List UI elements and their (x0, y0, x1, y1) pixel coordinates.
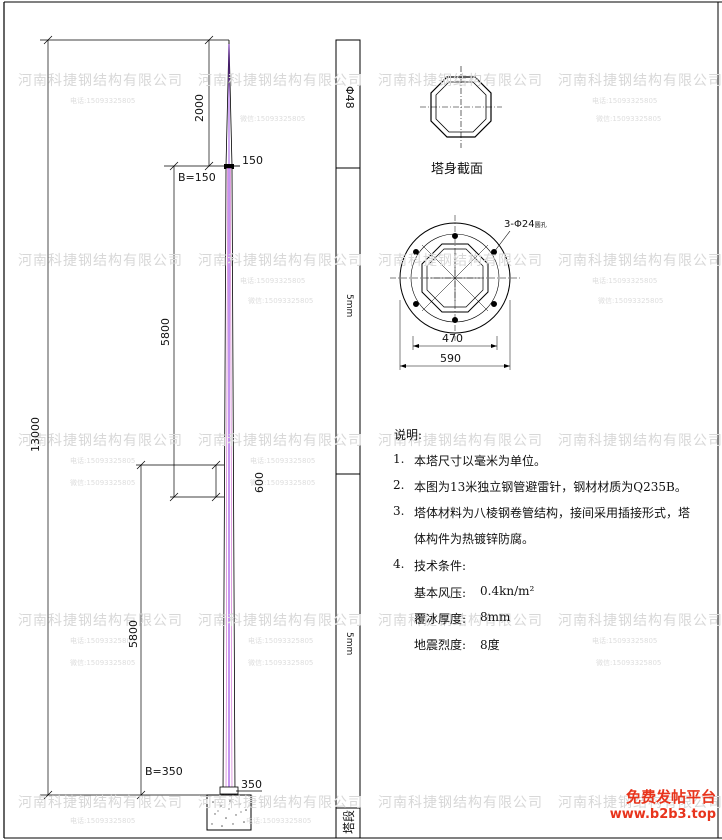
watermark-phone: 电话:15093325805 (250, 457, 316, 465)
watermark-wechat: 微信:15093325805 (70, 479, 136, 487)
octagon-cross-section (420, 66, 502, 148)
column-middle-label: 5mm (344, 294, 354, 318)
note-text: 本塔尺寸以毫米为单位。 (414, 454, 547, 468)
dimension-lines (40, 35, 262, 800)
condition-value: 0.4kn/m² (480, 584, 535, 598)
watermark-text: 河南科捷钢结构有限公司 (378, 73, 543, 89)
watermark-phone: 电话:15093325805 (246, 817, 312, 825)
watermark-text: 河南科捷钢结构有限公司 (558, 433, 722, 449)
dim-section-lower: 5800 (127, 620, 140, 648)
watermark-text: 河南科捷钢结构有限公司 (378, 253, 543, 269)
note-text: 技术条件: (414, 559, 467, 573)
watermark-phone: 电话:15093325805 (70, 817, 136, 825)
watermark-text: 河南科捷钢结构有限公司 (558, 73, 722, 89)
watermark-text: 河南科捷钢结构有限公司 (18, 433, 183, 449)
watermark-text: 河南科捷钢结构有限公司 (558, 613, 722, 629)
watermark-wechat: 微信:15093325805 (250, 479, 316, 487)
notes-heading: 说明: (394, 428, 423, 442)
watermark-wechat: 微信:15093325805 (248, 297, 314, 305)
dim-top-rod: 2000 (193, 94, 206, 122)
note-number: 4. (393, 557, 405, 571)
note-text: 塔体材料为八棱钢卷管结构，接间采用插接形式，塔 (414, 506, 691, 520)
base-outer-dim: 590 (440, 352, 461, 365)
watermark-text: 河南科捷钢结构有限公司 (18, 795, 183, 811)
watermark-wechat: 微信:15093325805 (240, 115, 306, 123)
base-inner-dim: 470 (442, 332, 463, 345)
watermark-text: 河南科捷钢结构有限公司 (18, 253, 183, 269)
dim-b-bottom: B=350 (145, 765, 183, 778)
note-text: 本图为13米独立钢管避雷针，钢材材质为Q235B。 (414, 480, 687, 494)
watermark-phone: 电话:15093325805 (592, 277, 658, 285)
watermark-wechat: 微信:15093325805 (248, 659, 314, 667)
watermark-text: 河南科捷钢结构有限公司 (198, 73, 363, 89)
dim-total-height: 13000 (29, 417, 42, 452)
watermark-wechat: 微信:15093325805 (596, 659, 662, 667)
watermark-wechat: 微信:15093325805 (596, 115, 662, 123)
condition-label: 基本风压: (414, 586, 467, 600)
base-plate-drawing (390, 215, 520, 370)
watermark-text: 河南科捷钢结构有限公司 (198, 795, 363, 811)
watermark-phone: 电话:15093325805 (592, 97, 658, 105)
watermark-phone: 电话:15093325805 (70, 97, 136, 105)
watermark-text: 河南科捷钢结构有限公司 (558, 795, 722, 811)
watermark-text: 河南科捷钢结构有限公司 (378, 433, 543, 449)
cross-section-caption: 塔身截面 (431, 162, 484, 177)
note-number: 3. (393, 504, 405, 518)
watermark-phone: 电话:15093325805 (70, 637, 136, 645)
watermark-text: 河南科捷钢结构有限公司 (198, 253, 363, 269)
watermark-phone: 电话:15093325805 (240, 277, 306, 285)
condition-label: 覆冰厚度: (414, 612, 467, 626)
watermark-text: 河南科捷钢结构有限公司 (18, 73, 183, 89)
tower-column-strip (335, 39, 361, 839)
badge-title: 免费发帖平台 (625, 788, 716, 806)
condition-value: 8度 (480, 638, 500, 652)
watermark-phone: 电话:15093325805 (248, 637, 314, 645)
dim-overlap: 600 (253, 472, 266, 493)
watermark-wechat: 微信:15093325805 (70, 659, 136, 667)
dim-rod-joint: 150 (242, 154, 263, 167)
watermark-text: 河南科捷钢结构有限公司 (198, 613, 363, 629)
watermark-text: 河南科捷钢结构有限公司 (18, 613, 183, 629)
watermark-phone: 电话:15093325805 (592, 637, 658, 645)
watermark-wechat: 微信:15093325805 (598, 297, 664, 305)
watermark-phone: 电话:15093325805 (70, 457, 136, 465)
dim-b-top: B=150 (178, 171, 216, 184)
column-top-label: Φ48 (343, 86, 356, 109)
note-number: 1. (393, 452, 405, 466)
platform-badge[interactable]: 免费发帖平台 www.b2b3.top (594, 788, 716, 824)
dim-base-joint: 350 (241, 778, 262, 791)
watermark-text: 河南科捷钢结构有限公司 (378, 613, 543, 629)
condition-label: 地震烈度: (414, 638, 467, 652)
note-number: 2. (393, 478, 405, 492)
badge-url: www.b2b3.top (609, 807, 716, 822)
watermark-text: 河南科捷钢结构有限公司 (378, 795, 543, 811)
column-lower-label: 5mm (344, 632, 354, 656)
condition-value: 8mm (480, 610, 511, 624)
bolt-label-main: 3-Φ24 (504, 219, 535, 230)
bolt-label: 3-Φ24圆孔 (504, 219, 547, 230)
note-text: 体构件为热镀锌防腐。 (414, 532, 535, 546)
column-bottom-label: 塔段 (342, 809, 356, 834)
pole-drawing (206, 39, 252, 831)
watermark-text: 河南科捷钢结构有限公司 (198, 433, 363, 449)
dim-section-upper: 5800 (159, 318, 172, 346)
bolt-label-small: 圆孔 (534, 222, 547, 229)
watermark-text: 河南科捷钢结构有限公司 (558, 253, 722, 269)
